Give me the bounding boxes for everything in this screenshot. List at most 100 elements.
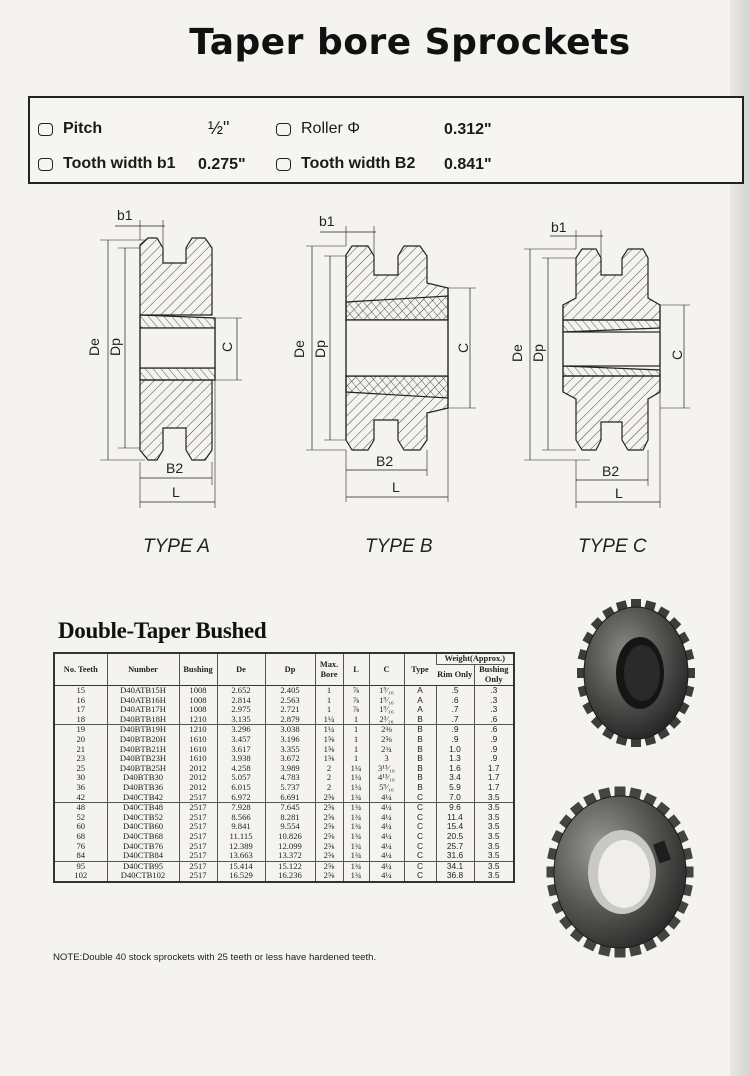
cell-l: 1¾ <box>342 871 369 881</box>
dim-l: L <box>615 485 623 501</box>
cell-type: A <box>403 705 436 715</box>
b2-label: Tooth width B2 <box>301 155 416 172</box>
cell-dp: 15.122 <box>264 861 315 872</box>
cell-bushing: 1610 <box>178 744 217 755</box>
cell-bore: 2 <box>314 763 343 774</box>
dim-b1: b1 <box>319 213 335 229</box>
cell-number: D40BTB30 <box>106 773 179 783</box>
cell-dp: 16.236 <box>264 871 315 881</box>
type-c-dims: b1 De Dp C B2 L <box>509 219 685 501</box>
cell-bore: 1⅝ <box>314 744 343 755</box>
b2-spec: Tooth width B2 <box>276 155 415 173</box>
cell-dp: 2.405 <box>264 685 315 696</box>
cell-bush: 3.5 <box>473 792 514 804</box>
cell-number: D40CTB76 <box>106 841 179 852</box>
cell-rim: .5 <box>435 685 474 696</box>
cell-number: D40BTB19H <box>106 725 179 735</box>
cell-dp: 2.563 <box>264 695 315 706</box>
cell-bore: 2⅝ <box>314 861 343 872</box>
checkbox-icon <box>38 157 53 171</box>
cell-teeth: 20 <box>76 733 86 744</box>
cell-dp: 3.038 <box>264 725 315 735</box>
cell-l: 1¾ <box>342 812 369 823</box>
cell-l: 1¾ <box>342 792 369 804</box>
cell-bore: 1 <box>314 705 343 715</box>
cell-rim: 31.6 <box>435 850 474 862</box>
cell-bushing: 2517 <box>178 812 217 823</box>
cell-c: 4¼ <box>368 841 404 852</box>
cell-bushing: 2517 <box>178 871 217 881</box>
cell-dp: 2.879 <box>264 714 315 726</box>
cell-dp: 9.554 <box>264 822 315 832</box>
cell-number: D40BTB23H <box>106 754 179 764</box>
cell-de: 9.841 <box>216 822 265 832</box>
cell-rim: 15.4 <box>435 822 474 832</box>
cell-bore: 2⅝ <box>314 792 343 804</box>
cell-bush: 3.5 <box>473 850 514 862</box>
cell-de: 15.414 <box>216 861 265 872</box>
cell-number: D40CTB42 <box>106 792 179 804</box>
cell-rim: 5.9 <box>435 782 474 793</box>
cell-bore: 1 <box>314 695 343 706</box>
dim-b1: b1 <box>551 219 567 235</box>
cell-bushing: 1008 <box>178 695 217 706</box>
cell-teeth: 19 <box>76 724 86 735</box>
cell-number: D40CTB60 <box>106 822 179 832</box>
col-c: C <box>368 654 404 686</box>
cell-teeth: 23 <box>76 753 86 764</box>
cell-dp: 3.355 <box>264 744 315 755</box>
cell-bore: 1 <box>314 685 343 696</box>
cell-bore: 2⅝ <box>314 841 343 852</box>
cell-rim: 1.0 <box>435 744 474 755</box>
cell-l: 1 <box>342 754 369 764</box>
cell-teeth: 25 <box>76 762 86 773</box>
cell-bush: .3 <box>473 695 514 706</box>
cell-de: 7.928 <box>216 802 265 813</box>
b1-spec: Tooth width b1 <box>38 155 176 173</box>
cell-bore: 1⅝ <box>314 734 343 745</box>
cell-teeth: 76 <box>76 840 86 851</box>
dim-b2: B2 <box>376 453 393 469</box>
cell-c: 2⅜ <box>368 725 404 735</box>
cell-l: 1¾ <box>342 850 369 862</box>
dim-b1: b1 <box>117 207 133 223</box>
cell-bushing: 1008 <box>178 685 217 696</box>
cell-teeth: 68 <box>76 830 86 841</box>
cell-l: 1 <box>342 725 369 735</box>
cell-teeth: 30 <box>76 772 86 783</box>
cell-number: D40ATB16H <box>106 695 179 706</box>
cell-bushing: 1210 <box>178 714 217 726</box>
cell-number: D40BTB36 <box>106 782 179 793</box>
cell-bush: 1.7 <box>473 782 514 793</box>
cell-type: C <box>403 831 436 842</box>
cell-rim: .9 <box>435 734 474 745</box>
cell-de: 13.663 <box>216 850 265 862</box>
cell-l: 1¾ <box>342 861 369 872</box>
roller-value: 0.312" <box>444 121 492 138</box>
page-title: Taper bore Sprockets <box>189 22 631 63</box>
type-a-drawing <box>100 220 242 508</box>
col-l: L <box>342 654 369 686</box>
cell-rim: 9.6 <box>435 802 474 813</box>
cell-c: 4¼ <box>368 802 404 813</box>
type-c-label: TYPE C <box>578 536 647 557</box>
dim-de: De <box>291 340 307 358</box>
cell-bore: 2⅝ <box>314 871 343 881</box>
cell-c: 1⁹⁄₁₆ <box>368 685 404 696</box>
col-number: Number <box>106 654 179 686</box>
cell-dp: 3.672 <box>264 754 315 764</box>
cell-c: 5⁹⁄₁₆ <box>368 782 404 793</box>
dim-dp: Dp <box>530 344 546 362</box>
cell-de: 8.566 <box>216 812 265 823</box>
cell-de: 6.015 <box>216 782 265 793</box>
b1-label: Tooth width b1 <box>63 155 176 172</box>
cell-l: 1¾ <box>342 831 369 842</box>
cell-de: 3.135 <box>216 714 265 726</box>
cell-dp: 7.645 <box>264 802 315 813</box>
cell-rim: 36.8 <box>435 871 474 881</box>
